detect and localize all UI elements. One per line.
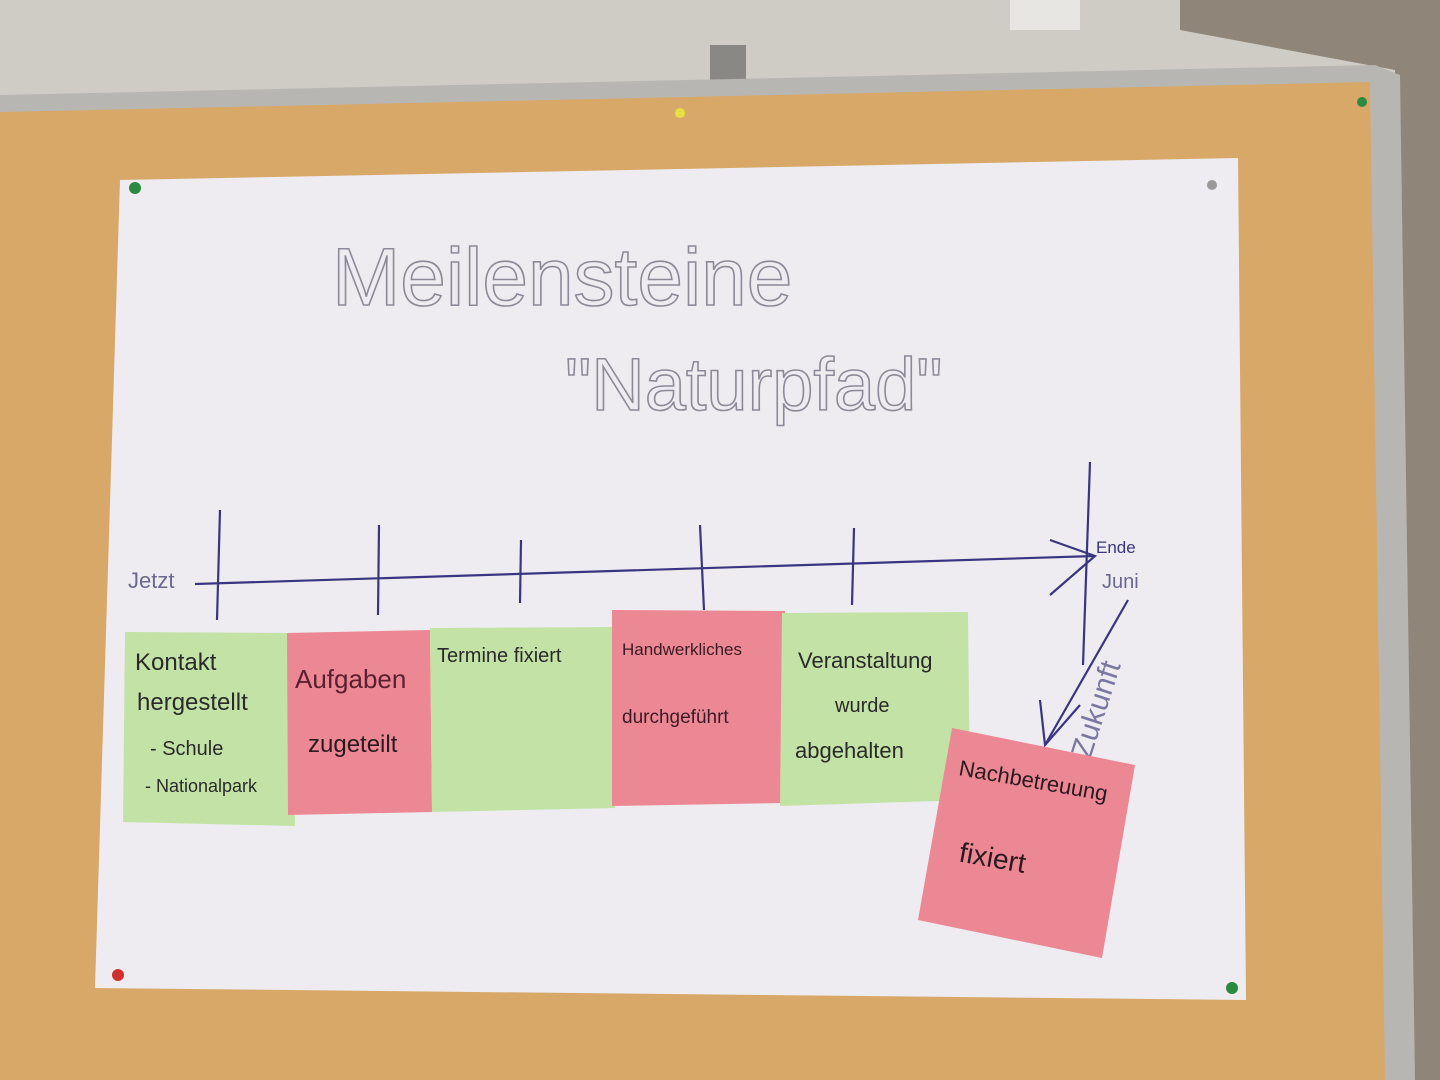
- wall-shadow: [1180, 0, 1440, 1080]
- speaker: [1010, 0, 1080, 30]
- svg-text:Kontakt: Kontakt: [135, 649, 217, 676]
- svg-text:Handwerkliches: Handwerkliches: [622, 640, 742, 659]
- sticky-note-followup: Nachbetreuung fixiert: [918, 728, 1135, 958]
- svg-text:abgehalten: abgehalten: [795, 738, 904, 763]
- timeline-tick: [850, 527, 856, 606]
- svg-text:Aufgaben: Aufgaben: [295, 664, 406, 694]
- timeline-axis: [194, 554, 1096, 586]
- timeline-end-tick: [1081, 461, 1092, 666]
- future-arrow: [1044, 599, 1129, 746]
- svg-text:Veranstaltung: Veranstaltung: [798, 648, 933, 673]
- pin-icon: [129, 182, 141, 194]
- svg-text:zugeteilt: zugeteilt: [308, 731, 398, 758]
- svg-text:hergestellt: hergestellt: [137, 689, 248, 716]
- timeline: [194, 461, 1129, 748]
- svg-text:Termine fixiert: Termine fixiert: [437, 645, 562, 667]
- clip: [710, 45, 746, 85]
- timeline-arrowhead: [1049, 538, 1098, 596]
- timeline-tick: [698, 524, 706, 611]
- timeline-tick: [376, 524, 381, 616]
- sticky-note-contact: Kontakt hergestellt - Schule - Nationalp…: [123, 632, 295, 826]
- timeline-tick: [518, 539, 523, 604]
- svg-text:- Schule: - Schule: [150, 738, 223, 760]
- pin-icon: [1207, 180, 1217, 190]
- end-label-line1: Ende: [1096, 538, 1136, 557]
- svg-text:- Nationalpark: - Nationalpark: [145, 776, 258, 796]
- sticky-note-craft: Handwerkliches durchgeführt: [612, 610, 786, 806]
- start-label: Jetzt: [128, 568, 174, 593]
- pin-icon: [112, 969, 124, 981]
- pin-icon: [1357, 97, 1367, 107]
- svg-text:wurde: wurde: [834, 695, 889, 717]
- future-arrowhead: [1038, 699, 1081, 748]
- sticky-note-tasks: Aufgaben zugeteilt: [287, 630, 432, 815]
- pin-icon: [675, 108, 685, 118]
- end-label-line2: Juni: [1102, 571, 1139, 593]
- poster-title: Meilensteine: [332, 232, 792, 323]
- sticky-note-dates: Termine fixiert: [430, 627, 615, 812]
- svg-text:durchgeführt: durchgeführt: [622, 707, 729, 728]
- sticky-note-event: Veranstaltung wurde abgehalten: [780, 612, 970, 806]
- poster-subtitle: "Naturpfad": [565, 343, 943, 426]
- pin-icon: [1226, 982, 1238, 994]
- timeline-tick: [215, 509, 222, 621]
